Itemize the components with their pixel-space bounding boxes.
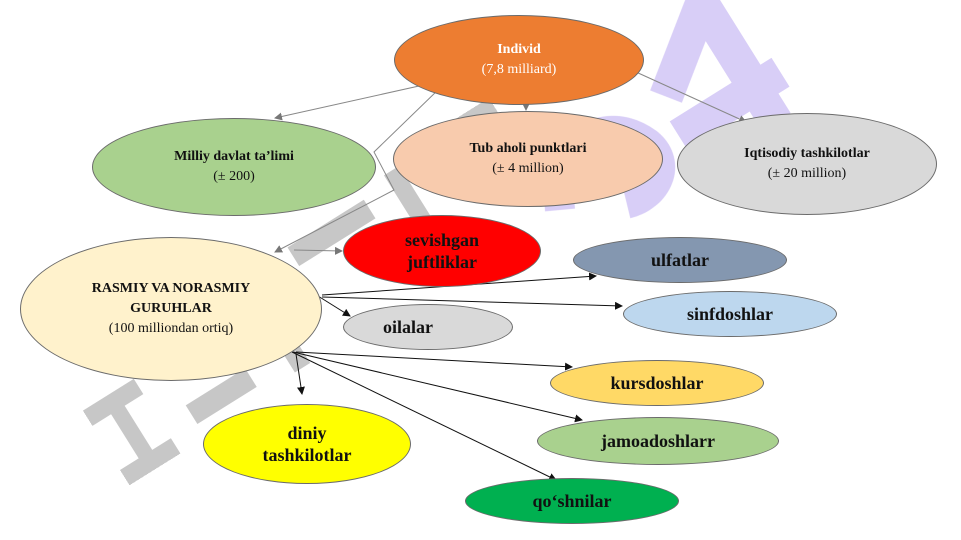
node-iqtisodiy-count: (± 20 million) xyxy=(767,166,847,181)
node-individ-title: Individ xyxy=(497,42,541,57)
edge-root-milliy xyxy=(274,83,429,121)
node-sinfdoshlar: sinfdoshlar xyxy=(623,291,837,337)
edge-groups-sinfdoshlar xyxy=(321,296,623,310)
node-individ: Individ (7,8 milliard) xyxy=(394,15,644,105)
node-groups-title: RASMIY VA NORASMIY GURUHLAR xyxy=(91,281,251,316)
node-ulfatlar: ulfatlar xyxy=(573,237,787,283)
node-qoshnilar: qo‘shnilar xyxy=(465,478,679,524)
node-iqtisodiy-title: Iqtisodiy tashkilotlar xyxy=(744,146,870,161)
node-qoshnilar-label: qo‘shnilar xyxy=(532,491,612,511)
node-iqtisodiy: Iqtisodiy tashkilotlar (± 20 million) xyxy=(677,113,937,215)
node-tub: Tub aholi punktlari (± 4 million) xyxy=(393,111,663,207)
node-milliy-title: Milliy davlat ta’limi xyxy=(174,149,294,164)
node-milliy: Milliy davlat ta’limi (± 200) xyxy=(92,118,376,216)
node-oilalar: oilalar xyxy=(343,304,513,350)
node-milliy-count: (± 200) xyxy=(213,169,255,184)
node-groups-count: (100 milliondan ortiq) xyxy=(108,321,234,336)
node-diniy-label: diniy tashkilotlar xyxy=(262,423,352,465)
edge-root-iqtisodiy xyxy=(635,71,747,123)
node-groups: RASMIY VA NORASMIY GURUHLAR (100 million… xyxy=(20,237,322,381)
node-kursdoshlar-label: kursdoshlar xyxy=(610,373,704,393)
node-sevishgan-label: sevishgan juftliklar xyxy=(404,230,480,272)
node-tub-count: (± 4 million) xyxy=(492,161,564,176)
edge-groups-sevishgan xyxy=(293,246,343,255)
node-kursdoshlar: kursdoshlar xyxy=(550,360,764,406)
node-sevishgan: sevishgan juftliklar xyxy=(343,215,541,287)
node-diniy: diniy tashkilotlar xyxy=(203,404,411,484)
node-jamoadoshlar-label: jamoadoshlarr xyxy=(601,431,715,451)
node-sinfdoshlar-label: sinfdoshlar xyxy=(686,304,774,324)
node-ulfatlar-label: ulfatlar xyxy=(651,250,709,270)
node-individ-count: (7,8 milliard) xyxy=(481,62,557,77)
edge-groups-diniy xyxy=(295,353,305,395)
node-tub-title: Tub aholi punktlari xyxy=(469,141,587,156)
node-jamoadoshlar: jamoadoshlarr xyxy=(537,417,779,465)
edge-groups-kursdoshlar xyxy=(295,351,573,371)
edge-groups-oilalar xyxy=(317,295,351,317)
node-oilalar-label: oilalar xyxy=(383,317,433,337)
